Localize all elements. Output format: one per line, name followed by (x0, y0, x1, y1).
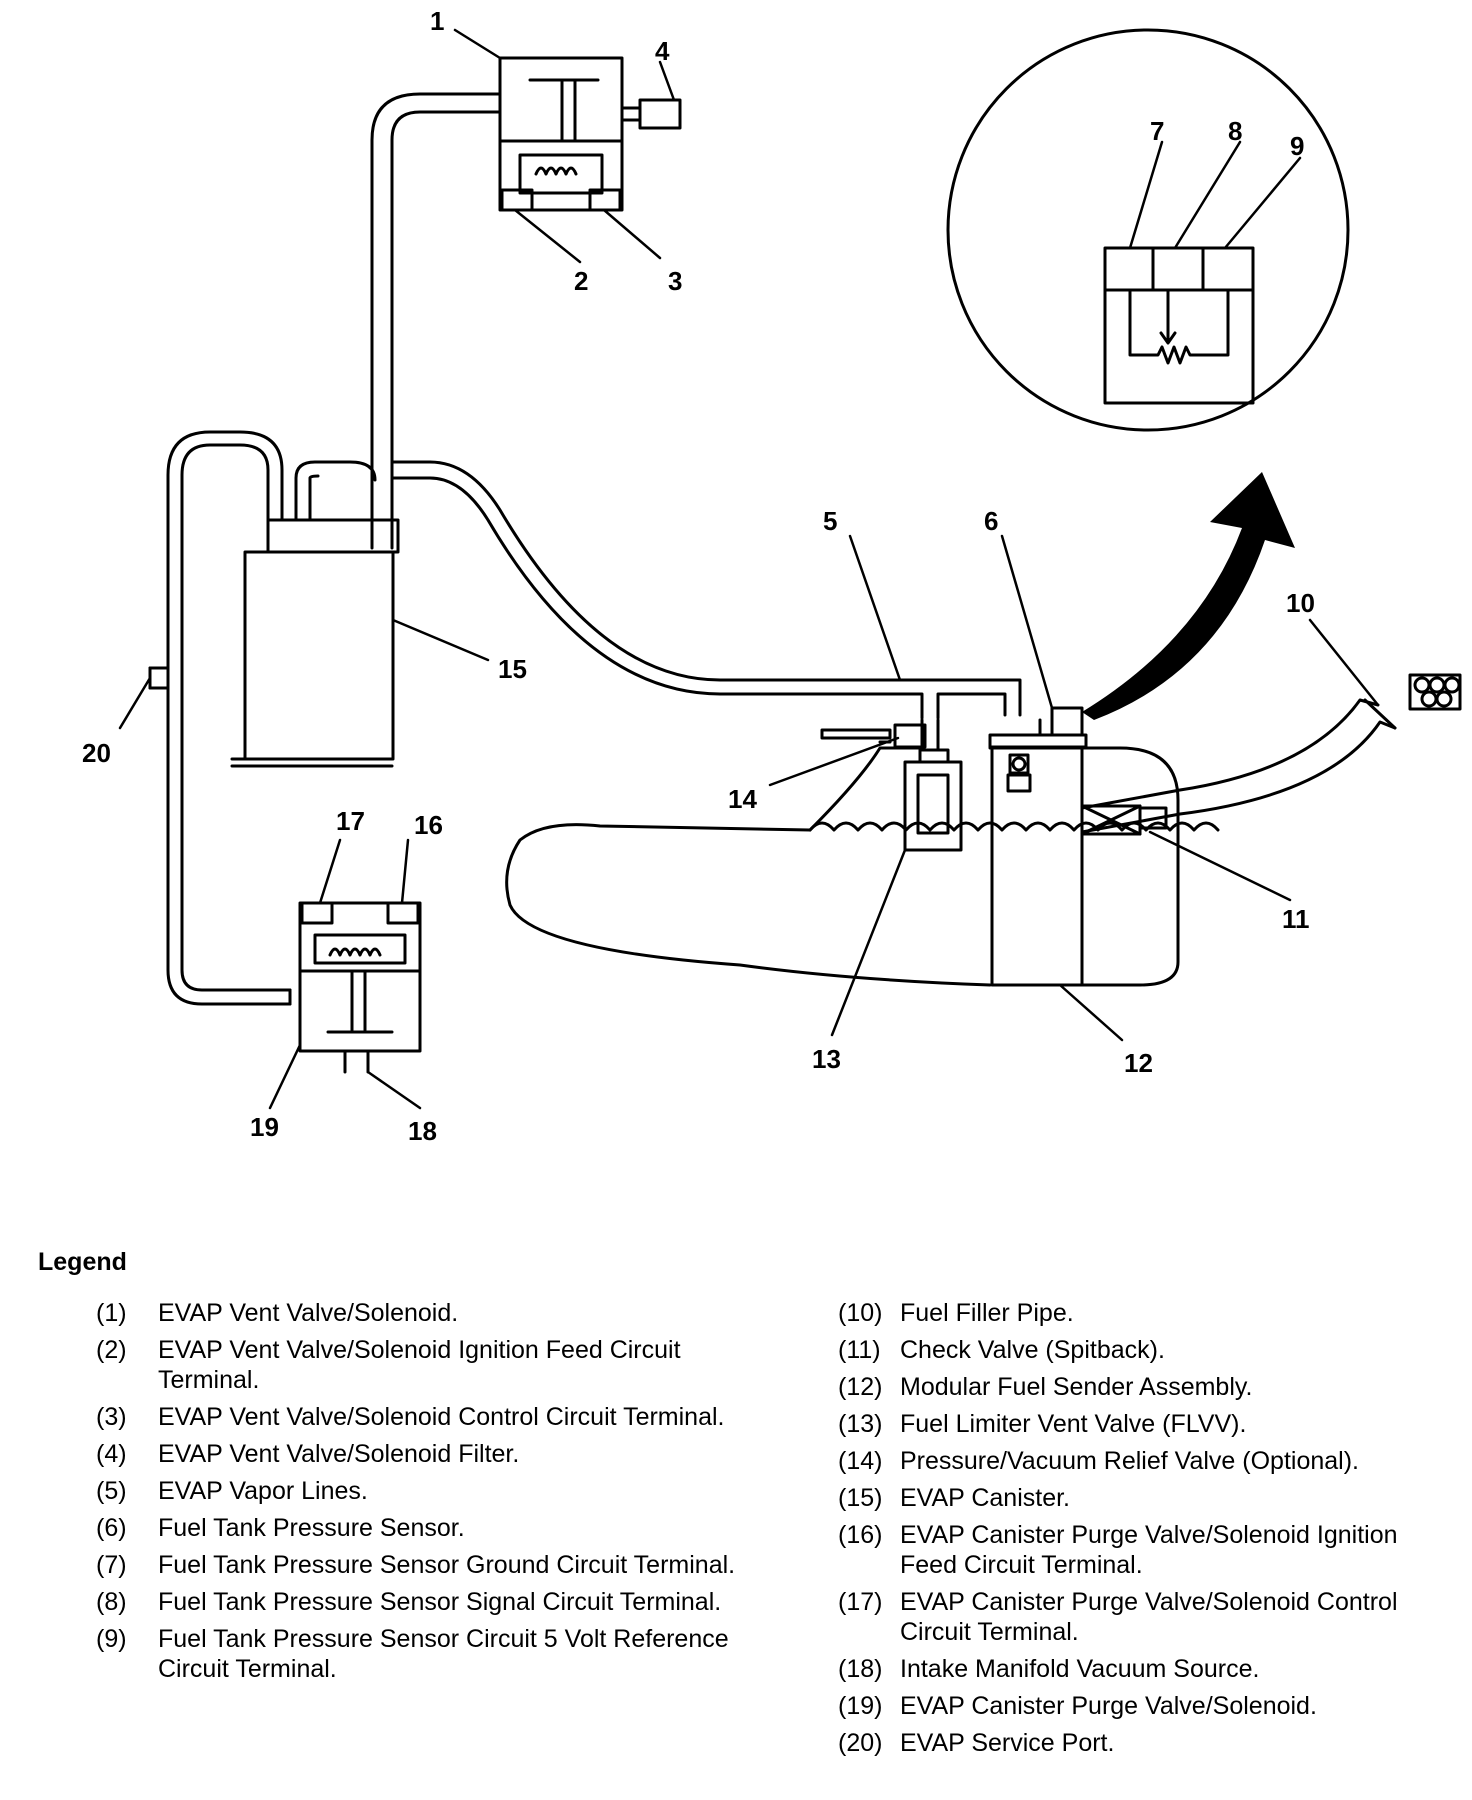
legend-text: Fuel Limiter Vent Valve (FLVV). (900, 1410, 1247, 1438)
legend-item: (11) Check Valve (Spitback). (838, 1335, 1458, 1365)
legend-text: EVAP Canister Purge Valve/Solenoid. (900, 1692, 1317, 1720)
legend-text: Fuel Tank Pressure Sensor Signal Circuit… (158, 1588, 722, 1616)
legend-item: (3) EVAP Vent Valve/Solenoid Control Circ… (96, 1402, 736, 1432)
legend-item: (1) EVAP Vent Valve/Solenoid. (96, 1298, 736, 1328)
vent-valve-solenoid (498, 56, 682, 212)
legend-number: (15) (838, 1484, 883, 1512)
legend-number: (2) (96, 1336, 127, 1364)
legend-number: (3) (96, 1403, 127, 1431)
legend-number: (9) (96, 1625, 127, 1653)
leader-lines (118, 28, 1380, 1110)
legend-text: Fuel Tank Pressure Sensor. (158, 1514, 465, 1542)
legend-number: (18) (838, 1655, 883, 1683)
legend-item: (6) Fuel Tank Pressure Sensor. (96, 1513, 736, 1543)
legend-title: Legend (38, 1248, 127, 1276)
fuel-tank (505, 746, 1220, 987)
legend-text: EVAP Vent Valve/Solenoid Filter. (158, 1440, 520, 1468)
legend-text: EVAP Vent Valve/Solenoid Control Circuit… (158, 1403, 725, 1431)
legend-number: (1) (96, 1299, 127, 1327)
legend-left-column: (1) EVAP Vent Valve/Solenoid. (2) EVAP Ven… (96, 1298, 736, 1691)
legend-number: (12) (838, 1373, 883, 1401)
legend-text: Fuel Filler Pipe. (900, 1299, 1074, 1327)
legend-number: (7) (96, 1551, 127, 1579)
callout-16: 16 (414, 810, 443, 840)
callout-10: 10 (1286, 588, 1315, 618)
callout-4: 4 (655, 36, 670, 66)
evap-canister (230, 506, 400, 768)
callout-2: 2 (574, 266, 588, 296)
legend-text: Check Valve (Spitback). (900, 1336, 1165, 1364)
legend-number: (14) (838, 1447, 883, 1475)
callout-3: 3 (668, 266, 682, 296)
legend-item: (19) EVAP Canister Purge Valve/Solenoid. (838, 1691, 1458, 1721)
callout-18: 18 (408, 1116, 437, 1146)
legend-text: EVAP Vent Valve/Solenoid Ignition Feed C… (158, 1336, 681, 1394)
legend-item: (20) EVAP Service Port. (838, 1728, 1458, 1758)
legend-text: Fuel Tank Pressure Sensor Ground Circuit… (158, 1551, 736, 1579)
magnify-arrow (1082, 472, 1295, 720)
callout-20: 20 (82, 738, 111, 768)
legend-item: (16) EVAP Canister Purge Valve/Solenoid I… (838, 1520, 1458, 1580)
legend-item: (15) EVAP Canister. (838, 1483, 1458, 1513)
legend-number: (8) (96, 1588, 127, 1616)
callout-9: 9 (1290, 131, 1304, 161)
legend-text: EVAP Service Port. (900, 1729, 1115, 1757)
legend-text: EVAP Canister Purge Valve/Solenoid Ignit… (900, 1521, 1398, 1579)
legend-number: (19) (838, 1692, 883, 1720)
callout-8: 8 (1228, 116, 1242, 146)
legend-item: (9) Fuel Tank Pressure Sensor Circuit 5 V… (96, 1624, 736, 1684)
callout-11: 11 (1282, 904, 1310, 934)
evap-system-diagram: 1 2 3 4 5 6 7 8 9 10 11 12 13 14 15 16 1… (82, 6, 1462, 1146)
legend-item: (5) EVAP Vapor Lines. (96, 1476, 736, 1506)
legend-item: (18) Intake Manifold Vacuum Source. (838, 1654, 1458, 1684)
legend-number: (10) (838, 1299, 883, 1327)
callout-6: 6 (984, 506, 998, 536)
legend-item: (7) Fuel Tank Pressure Sensor Ground Circ… (96, 1550, 736, 1580)
legend-number: (5) (96, 1477, 127, 1505)
legend-text: EVAP Vapor Lines. (158, 1477, 368, 1505)
pressure-sensor (1038, 706, 1084, 737)
legend-number: (11) (838, 1336, 881, 1364)
legend-item: (17) EVAP Canister Purge Valve/Solenoid C… (838, 1587, 1458, 1647)
legend-text: Fuel Tank Pressure Sensor Circuit 5 Volt… (158, 1625, 729, 1683)
callout-5: 5 (823, 506, 837, 536)
legend-text: EVAP Canister. (900, 1484, 1070, 1512)
legend-number: (4) (96, 1440, 127, 1468)
callout-17: 17 (336, 806, 365, 836)
callout-14: 14 (728, 784, 757, 814)
legend-text: EVAP Canister Purge Valve/Solenoid Contr… (900, 1588, 1398, 1646)
legend-item: (8) Fuel Tank Pressure Sensor Signal Circ… (96, 1587, 736, 1617)
legend-number: (13) (838, 1410, 883, 1438)
callout-7: 7 (1150, 116, 1164, 146)
relief-valve (820, 723, 927, 749)
legend-item: (2) EVAP Vent Valve/Solenoid Ignition Fee… (96, 1335, 736, 1395)
legend-text: Intake Manifold Vacuum Source. (900, 1655, 1260, 1683)
legend-item: (4) EVAP Vent Valve/Solenoid Filter. (96, 1439, 736, 1469)
legend-item: (10) Fuel Filler Pipe. (838, 1298, 1458, 1328)
legend-number: (6) (96, 1514, 127, 1542)
callout-1: 1 (430, 6, 444, 36)
legend-item: (12) Modular Fuel Sender Assembly. (838, 1372, 1458, 1402)
legend-number: (16) (838, 1521, 883, 1549)
legend-item: (13) Fuel Limiter Vent Valve (FLVV). (838, 1409, 1458, 1439)
flvv (903, 718, 963, 852)
callout-12: 12 (1124, 1048, 1153, 1078)
callout-13: 13 (812, 1044, 841, 1074)
legend-text: Modular Fuel Sender Assembly. (900, 1373, 1253, 1401)
legend-number: (20) (838, 1729, 883, 1757)
callout-15: 15 (498, 654, 527, 684)
fuel-filler-pipe (1080, 673, 1462, 836)
legend-text: Pressure/Vacuum Relief Valve (Optional). (900, 1447, 1359, 1475)
purge-valve-solenoid (288, 901, 422, 1074)
legend-item: (14) Pressure/Vacuum Relief Valve (Option… (838, 1446, 1458, 1476)
legend-text: EVAP Vent Valve/Solenoid. (158, 1299, 459, 1327)
sensor-connector-detail (946, 28, 1350, 432)
service-port (148, 666, 170, 690)
legend-number: (17) (838, 1588, 883, 1616)
fuel-sender-assembly (988, 733, 1088, 987)
callout-labels: 1 2 3 4 5 6 7 8 9 10 11 12 13 14 15 16 1… (82, 6, 1315, 1146)
legend-right-column: (10) Fuel Filler Pipe. (11) Check Valve (S… (838, 1298, 1458, 1765)
callout-19: 19 (250, 1112, 279, 1142)
